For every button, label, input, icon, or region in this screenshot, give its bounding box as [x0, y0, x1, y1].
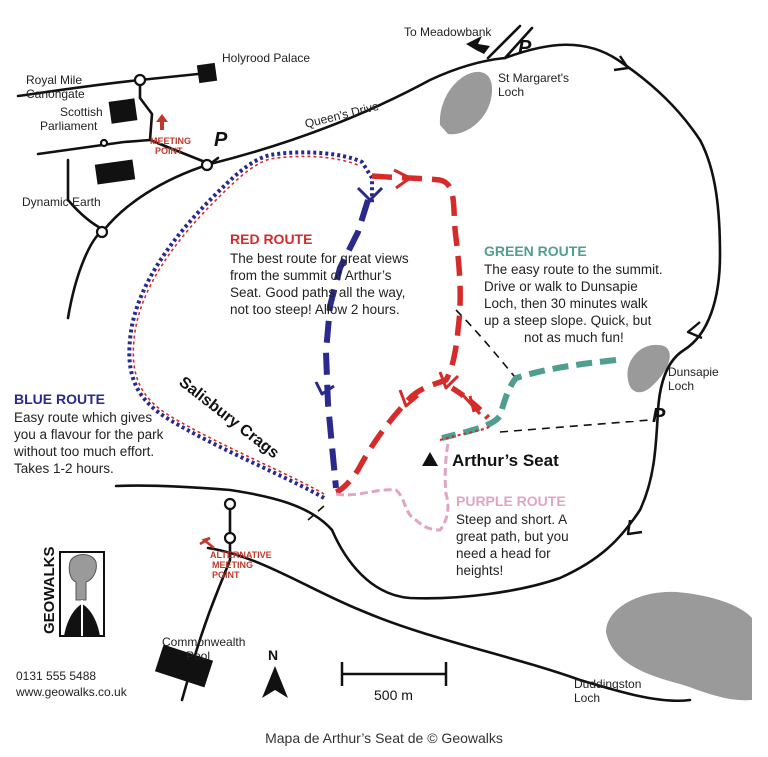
- label-queens-drive: Queen's Drive: [303, 99, 380, 131]
- duddingston-loch: [606, 591, 752, 701]
- label-duddingston: Duddingston: [574, 677, 641, 691]
- blue-route-line: without too much effort.: [13, 444, 154, 459]
- red-route-line: not too steep! Allow 2 hours.: [230, 302, 400, 317]
- geowalks-logo: GEOWALKS: [41, 546, 105, 637]
- scale-label: 500 m: [374, 687, 413, 703]
- label-holyrood-palace: Holyrood Palace: [222, 51, 310, 65]
- red-route: [334, 168, 491, 495]
- green-route-line: Drive or walk to Dunsapie: [484, 279, 638, 294]
- blue-route-title: BLUE ROUTE: [14, 391, 105, 407]
- summit-triangle-icon: [422, 452, 438, 466]
- blue-route: [127, 150, 384, 500]
- north-label: N: [268, 647, 278, 663]
- blue-route-line: you a flavour for the park: [14, 427, 164, 442]
- label-st-margarets: St Margaret's: [498, 71, 569, 85]
- label-royal-mile: Royal Mile: [26, 73, 82, 87]
- red-route-line: The best route for great views: [230, 251, 409, 266]
- label-alt-meeting: MEETING: [212, 560, 253, 570]
- image-caption: Mapa de Arthur’s Seat de © Geowalks: [265, 730, 503, 746]
- green-route-line: up a steep slope. Quick, but: [484, 313, 652, 328]
- label-alt-point: POINT: [212, 570, 240, 580]
- buildings: [94, 62, 218, 688]
- road-direction-arrows: [613, 55, 703, 536]
- purple-route: [335, 443, 450, 532]
- roads: [16, 24, 722, 703]
- purple-route-line: heights!: [456, 563, 503, 578]
- purple-route-title: PURPLE ROUTE: [456, 493, 566, 509]
- label-parliament: Parliament: [40, 119, 98, 133]
- phone-number: 0131 555 5488: [16, 669, 96, 683]
- label-meeting-point: POINT: [155, 146, 183, 156]
- label-salisbury-crags: Salisbury Crags: [176, 374, 283, 462]
- green-route-description: GREEN ROUTE The easy route to the summit…: [484, 243, 663, 345]
- green-route-line: The easy route to the summit.: [484, 262, 663, 277]
- dunsapie-loch: [627, 344, 670, 393]
- label-dunsapie-loch: Loch: [668, 379, 694, 393]
- north-arrow-icon: [262, 666, 288, 698]
- label-dunsapie: Dunsapie: [668, 365, 719, 379]
- brand-text: GEOWALKS: [41, 546, 58, 634]
- label-canongate: Canongate: [26, 87, 85, 101]
- arthurs-seat-map: To Meadowbank Holyrood Palace Royal Mile…: [13, 24, 752, 705]
- green-route-line: not as much fun!: [524, 330, 624, 345]
- scale-bar: [340, 662, 448, 686]
- blue-route-description: BLUE ROUTE Easy route which gives you a …: [13, 391, 164, 476]
- st-margarets-loch: [439, 71, 493, 135]
- meeting-point-arrow: [156, 114, 168, 130]
- parking-icon: P: [652, 405, 666, 427]
- label-commonwealth-pool: Pool: [186, 649, 210, 663]
- parking-icon: P: [214, 129, 228, 151]
- label-scottish: Scottish: [60, 105, 103, 119]
- alternative-meeting-arrow: [199, 536, 215, 549]
- footpaths: [307, 309, 651, 521]
- green-route-title: GREEN ROUTE: [484, 243, 587, 259]
- label-dynamic-earth: Dynamic Earth: [22, 195, 101, 209]
- blue-route-line: Easy route which gives: [14, 410, 152, 425]
- label-commonwealth: Commonwealth: [162, 635, 245, 649]
- parking-icon: P: [518, 37, 532, 59]
- purple-route-line: great path, but you: [456, 529, 569, 544]
- red-route-line: Seat. Good paths all the way,: [230, 285, 405, 300]
- green-route-line: Loch, then 30 minutes walk: [484, 296, 648, 311]
- purple-route-description: PURPLE ROUTE Steep and short. A great pa…: [456, 493, 569, 578]
- label-meeting: MEETING: [150, 136, 191, 146]
- to-meadowbank-arrow: [466, 36, 490, 54]
- label-duddingston-loch: Loch: [574, 691, 600, 705]
- road-junctions: [95, 73, 237, 545]
- label-alternative: ALTERNATIVE: [210, 550, 272, 560]
- north-arrow: N: [262, 647, 288, 698]
- label-arthurs-seat: Arthur’s Seat: [452, 451, 559, 470]
- label-to-meadowbank: To Meadowbank: [404, 25, 492, 39]
- red-route-description: RED ROUTE The best route for great views…: [230, 231, 409, 317]
- green-route: [439, 357, 617, 441]
- red-route-line: from the summit of Arthur’s: [230, 268, 392, 283]
- purple-route-line: need a head for: [456, 546, 551, 561]
- label-st-margarets-loch: Loch: [498, 85, 524, 99]
- purple-route-line: Steep and short. A: [456, 512, 567, 527]
- website-link[interactable]: www.geowalks.co.uk: [15, 685, 128, 699]
- blue-route-line: Takes 1-2 hours.: [14, 461, 114, 476]
- red-route-title: RED ROUTE: [230, 231, 312, 247]
